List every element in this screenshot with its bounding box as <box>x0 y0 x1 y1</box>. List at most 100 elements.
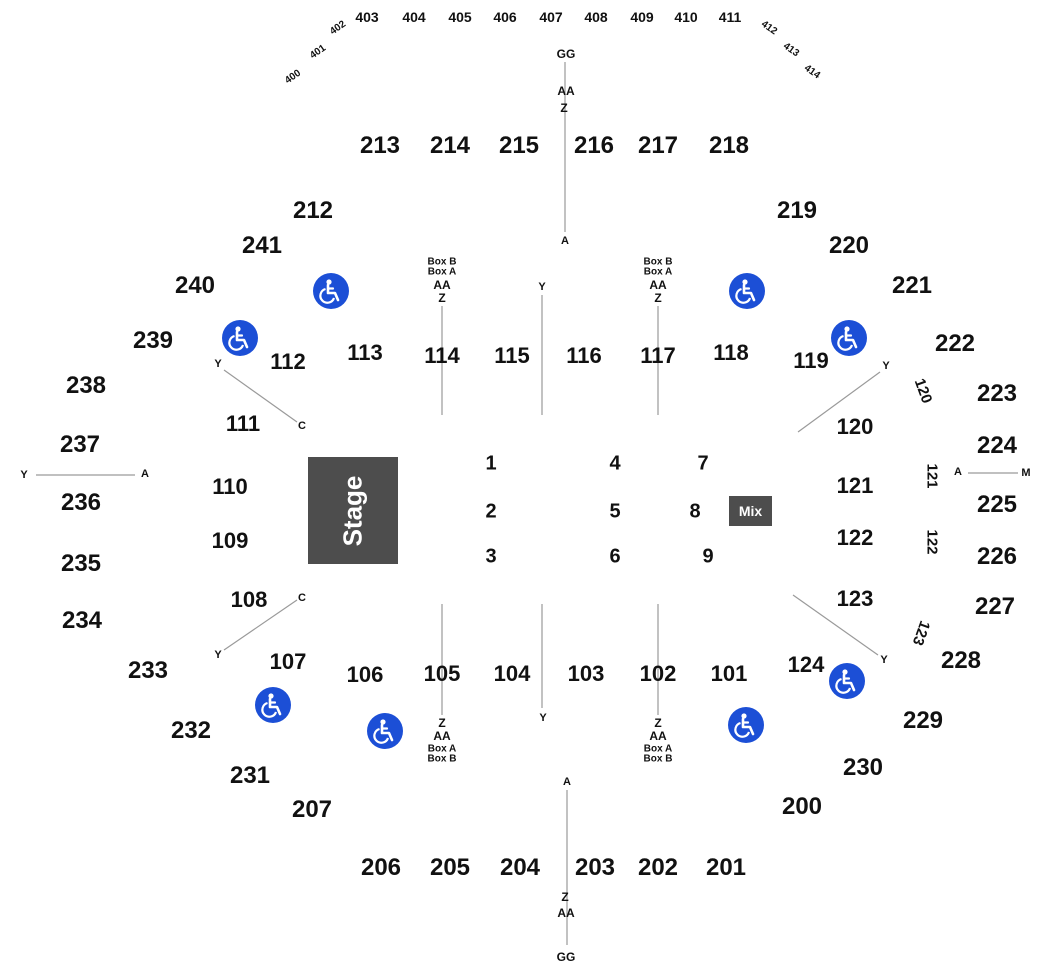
row-label-c-lower-left: C <box>298 592 306 604</box>
section-106[interactable]: 106 <box>346 662 384 687</box>
section-222[interactable]: 222 <box>934 330 976 357</box>
section-105[interactable]: 105 <box>423 661 461 686</box>
section-215[interactable]: 215 <box>498 132 540 159</box>
section-218[interactable]: 218 <box>708 132 750 159</box>
section-203[interactable]: 203 <box>574 854 616 881</box>
section-219[interactable]: 219 <box>776 197 818 224</box>
section-221[interactable]: 221 <box>891 272 933 299</box>
section-205[interactable]: 205 <box>429 854 471 881</box>
section-406[interactable]: 406 <box>493 9 517 25</box>
section-228[interactable]: 228 <box>940 647 982 674</box>
section-227[interactable]: 227 <box>974 593 1016 620</box>
section-226[interactable]: 226 <box>976 543 1018 570</box>
section-109[interactable]: 109 <box>211 528 249 553</box>
section-200[interactable]: 200 <box>781 793 823 820</box>
section-112[interactable]: 112 <box>270 349 306 374</box>
row-label-z-117: Z <box>654 291 662 305</box>
section-235[interactable]: 235 <box>60 550 102 577</box>
section-231[interactable]: 231 <box>229 762 271 789</box>
section-207[interactable]: 207 <box>291 796 333 823</box>
floor-section-3[interactable]: 3 <box>485 545 497 568</box>
mix-position[interactable]: Mix <box>729 496 772 526</box>
section-237[interactable]: 237 <box>59 431 101 458</box>
section-225[interactable]: 225 <box>976 491 1018 518</box>
section-212[interactable]: 212 <box>292 197 334 224</box>
box-a-label-117: Box A <box>643 266 673 278</box>
section-107[interactable]: 107 <box>269 649 307 674</box>
row-label-y-far-left: Y <box>20 469 28 481</box>
section-214[interactable]: 214 <box>429 132 471 159</box>
row-label-z-bottom: Z <box>561 890 569 904</box>
section-117[interactable]: 117 <box>640 343 676 368</box>
wheelchair-icon[interactable] <box>367 713 403 749</box>
section-217[interactable]: 217 <box>637 132 679 159</box>
floor-section-2[interactable]: 2 <box>485 500 497 523</box>
section-405[interactable]: 405 <box>448 9 472 25</box>
wheelchair-icon[interactable] <box>728 707 764 743</box>
section-240[interactable]: 240 <box>174 272 216 299</box>
floor-section-7[interactable]: 7 <box>697 452 709 475</box>
section-403[interactable]: 403 <box>355 9 379 25</box>
section-102[interactable]: 102 <box>639 661 677 686</box>
section-103[interactable]: 103 <box>567 661 605 686</box>
section-120[interactable]: 120 <box>836 414 874 439</box>
section-104[interactable]: 104 <box>493 661 531 686</box>
floor-section-4[interactable]: 4 <box>609 452 621 475</box>
section-216[interactable]: 216 <box>573 132 615 159</box>
box-a-label-102: Box A <box>643 743 673 755</box>
section-230[interactable]: 230 <box>842 754 884 781</box>
section-116[interactable]: 116 <box>566 343 602 368</box>
section-241[interactable]: 241 <box>241 232 283 259</box>
section-409[interactable]: 409 <box>630 9 654 25</box>
section-119[interactable]: 119 <box>793 348 829 373</box>
section-411[interactable]: 411 <box>718 9 742 25</box>
floor-section-1[interactable]: 1 <box>485 452 497 475</box>
section-234[interactable]: 234 <box>61 607 103 634</box>
section-239[interactable]: 239 <box>132 327 174 354</box>
section-204[interactable]: 204 <box>499 854 541 881</box>
section-110[interactable]: 110 <box>212 474 248 499</box>
section-410[interactable]: 410 <box>674 9 698 25</box>
floor-section-8[interactable]: 8 <box>689 500 701 523</box>
section-114[interactable]: 114 <box>424 343 460 368</box>
section-213[interactable]: 213 <box>359 132 401 159</box>
section-118[interactable]: 118 <box>713 340 749 365</box>
floor-section-5[interactable]: 5 <box>609 500 621 523</box>
section-108[interactable]: 108 <box>230 587 268 612</box>
section-123[interactable]: 123 <box>836 586 874 611</box>
wheelchair-icon[interactable] <box>255 687 291 723</box>
section-408[interactable]: 408 <box>584 9 608 25</box>
section-404[interactable]: 404 <box>402 9 426 25</box>
row-label-gg-top: GG <box>556 47 576 61</box>
floor-section-6[interactable]: 6 <box>609 545 621 568</box>
wheelchair-icon[interactable] <box>222 320 258 356</box>
section-224[interactable]: 224 <box>976 432 1018 459</box>
section-407[interactable]: 407 <box>539 9 563 25</box>
stage[interactable]: Stage <box>308 457 398 564</box>
wheelchair-icon[interactable] <box>313 273 349 309</box>
section-121[interactable]: 121 <box>836 473 874 498</box>
section-223[interactable]: 223 <box>976 380 1018 407</box>
row-label-y-lower-left: Y <box>214 649 222 661</box>
section-202[interactable]: 202 <box>637 854 679 881</box>
section-113[interactable]: 113 <box>347 340 383 365</box>
section-233[interactable]: 233 <box>127 657 169 684</box>
section-101[interactable]: 101 <box>710 661 748 686</box>
wheelchair-icon[interactable] <box>729 273 765 309</box>
section-229[interactable]: 229 <box>902 707 944 734</box>
section-220[interactable]: 220 <box>828 232 870 259</box>
section-111[interactable]: 111 <box>225 411 261 436</box>
section-206[interactable]: 206 <box>360 854 402 881</box>
section-122[interactable]: 122 <box>836 525 874 550</box>
section-124[interactable]: 124 <box>787 652 825 677</box>
section-201[interactable]: 201 <box>705 854 747 881</box>
wheelchair-icon[interactable] <box>831 320 867 356</box>
section-236[interactable]: 236 <box>60 489 102 516</box>
section-238[interactable]: 238 <box>65 372 107 399</box>
section-115[interactable]: 115 <box>494 343 530 368</box>
aisle-line-lower-left <box>223 599 298 651</box>
floor-section-9[interactable]: 9 <box>702 545 714 568</box>
wheelchair-icon[interactable] <box>829 663 865 699</box>
section-232[interactable]: 232 <box>170 717 212 744</box>
row-label-a-far-left: A <box>141 468 149 480</box>
